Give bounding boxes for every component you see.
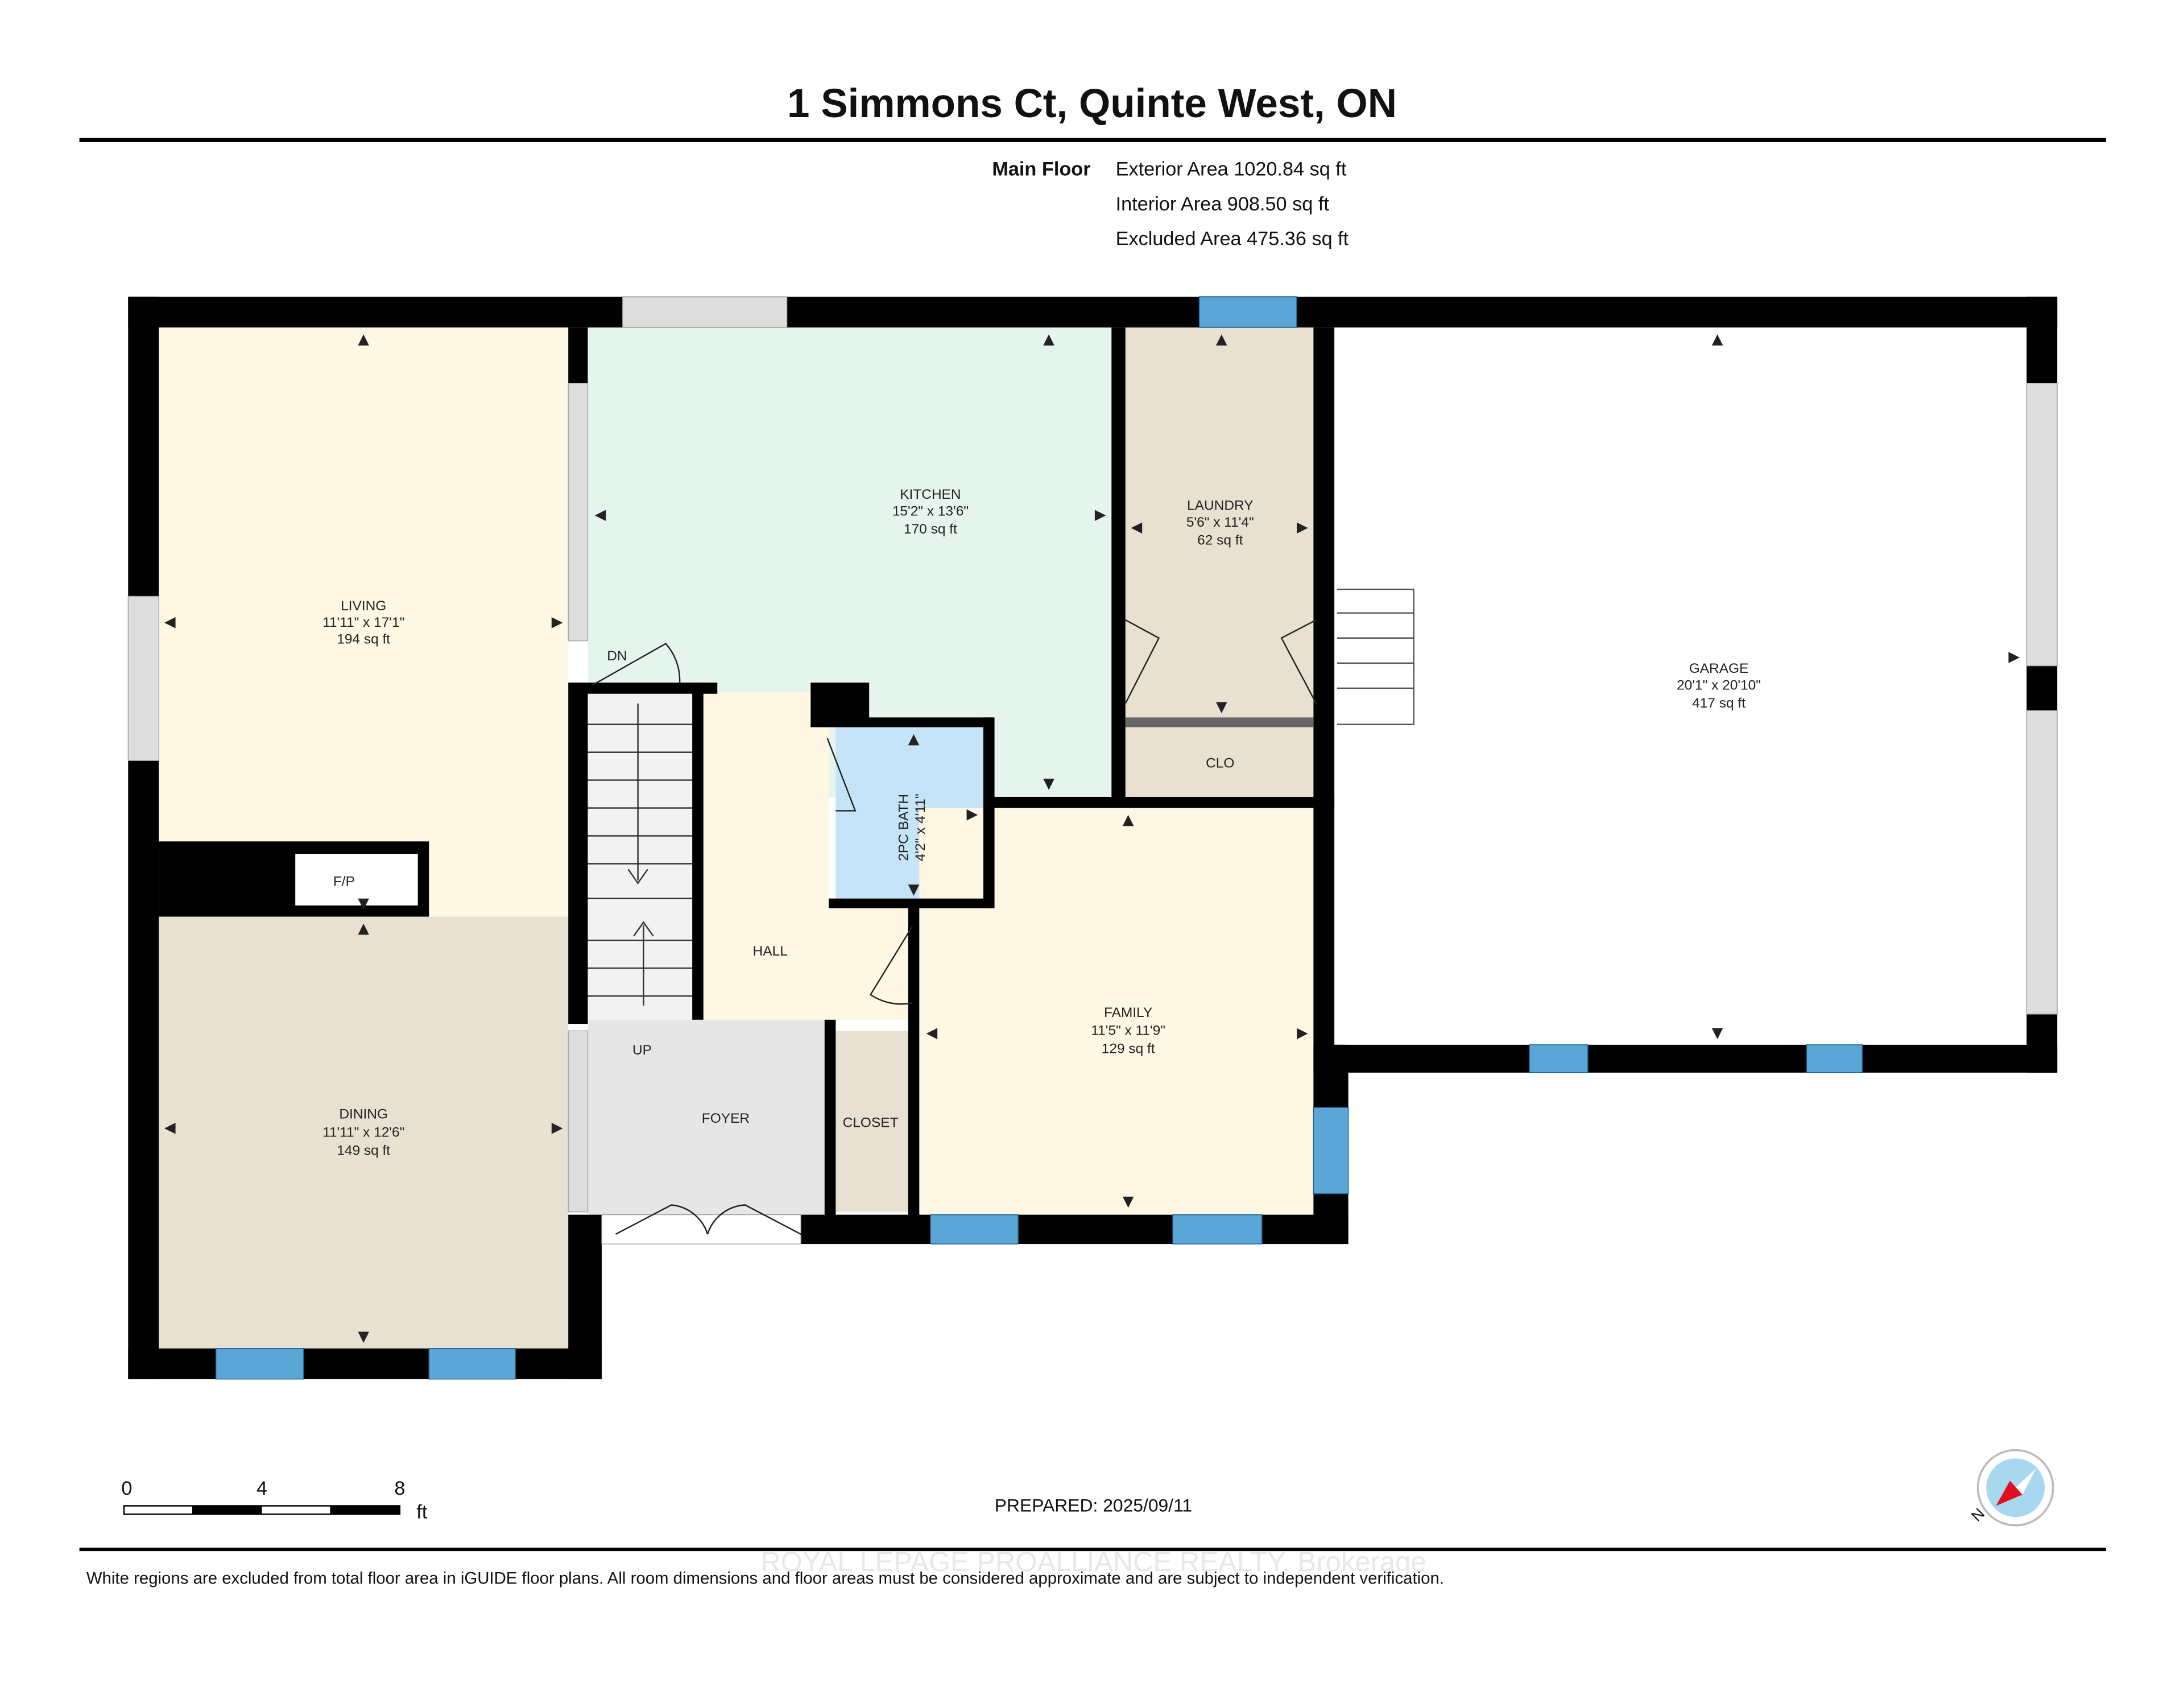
- room-dims: 11'11" x 17'1": [322, 615, 404, 630]
- room-label-bath: 2PC BATH 4'2" x 4'11": [896, 793, 928, 861]
- room-area: 194 sq ft: [337, 632, 390, 647]
- room-name: FAMILY: [1104, 1005, 1152, 1020]
- room-name: DINING: [339, 1107, 388, 1122]
- scale-tick: 4: [257, 1478, 267, 1499]
- scale-tick: 0: [121, 1478, 132, 1499]
- room-area: 62 sq ft: [1197, 533, 1243, 548]
- doors: [592, 588, 1414, 1235]
- room-name: GARAGE: [1689, 661, 1749, 676]
- interior-area: Interior Area 908.50 sq ft: [1116, 193, 1330, 215]
- room-label-living: LIVING 11'11" x 17'1" 194 sq ft: [322, 598, 404, 647]
- room-area: 149 sq ft: [337, 1143, 390, 1158]
- scale-bar: 0 4 8 ft: [121, 1478, 427, 1523]
- room-label-closet: CLOSET: [843, 1115, 899, 1130]
- room-name: LAUNDRY: [1187, 498, 1254, 513]
- prepared-date: PREPARED: 2025/09/11: [995, 1495, 1192, 1515]
- disclaimer: White regions are excluded from total fl…: [86, 1569, 1444, 1588]
- room-label-hall: HALL: [753, 944, 788, 959]
- room-name: 2PC BATH: [896, 794, 912, 861]
- footer-divider: [79, 1547, 2106, 1552]
- room-label-kitchen: KITCHEN 15'2" x 13'6" 170 sq ft: [892, 487, 969, 537]
- scale-unit: ft: [416, 1502, 428, 1523]
- excluded-area: Excluded Area 475.36 sq ft: [1116, 228, 1349, 250]
- room-dims: 11'5" x 11'9": [1091, 1023, 1165, 1039]
- living-room: [159, 327, 569, 917]
- room-dims: 15'2" x 13'6": [892, 503, 969, 519]
- fireplace-label: F/P: [333, 874, 355, 890]
- room-name: LIVING: [341, 598, 386, 614]
- room-area: 417 sq ft: [1692, 696, 1745, 711]
- room-label-garage: GARAGE 20'1" x 20'10" 417 sq ft: [1677, 661, 1761, 711]
- foyer-room: [588, 1019, 828, 1244]
- room-label-dining: DINING 11'11" x 12'6" 149 sq ft: [322, 1107, 404, 1159]
- dining-room: [159, 916, 569, 1349]
- room-name: KITCHEN: [900, 487, 961, 502]
- laundry-room: [1125, 327, 1314, 718]
- clo-room: [1125, 727, 1314, 797]
- room-dims: 4'2" x 4'11": [913, 793, 928, 861]
- room-dims: 5'6" x 11'4": [1186, 515, 1254, 530]
- room-dims: 11'11" x 12'6": [322, 1125, 404, 1140]
- garage-room: [1334, 327, 2027, 1045]
- exterior-area: Exterior Area 1020.84 sq ft: [1116, 159, 1347, 180]
- room-label-laundry: LAUNDRY 5'6" x 11'4" 62 sq ft: [1186, 498, 1254, 548]
- staircase: [588, 703, 693, 1006]
- header-divider: [79, 138, 2106, 142]
- hall-room-ext: [829, 908, 920, 1020]
- room-fills: [159, 327, 2027, 1349]
- room-label-family: FAMILY 11'5" x 11'9" 129 sq ft: [1091, 1005, 1165, 1057]
- compass-north-icon: N: [1968, 1449, 2054, 1527]
- page-title: 1 Simmons Ct, Quinte West, ON: [787, 81, 1397, 126]
- room-dims: 20'1" x 20'10": [1677, 677, 1761, 693]
- room-label-foyer: FOYER: [702, 1111, 750, 1126]
- windows: [215, 296, 1863, 1380]
- stairs-area: [588, 692, 693, 1020]
- room-area: 129 sq ft: [1102, 1041, 1155, 1057]
- room-label-clo: CLO: [1206, 756, 1234, 771]
- openings: [127, 296, 2058, 1244]
- room-area: 170 sq ft: [904, 522, 957, 537]
- stairs-down-label: DN: [607, 648, 627, 664]
- watermark: ROYAL LEPAGE PROALLIANCE REALTY, Brokera…: [760, 1547, 1426, 1578]
- stairs-up-label: UP: [632, 1043, 652, 1058]
- scale-tick: 8: [394, 1478, 405, 1499]
- floor-name: Main Floor: [992, 159, 1090, 180]
- fireplace: [295, 854, 418, 905]
- closet-room: [833, 1031, 908, 1212]
- hall-room: [703, 692, 829, 1020]
